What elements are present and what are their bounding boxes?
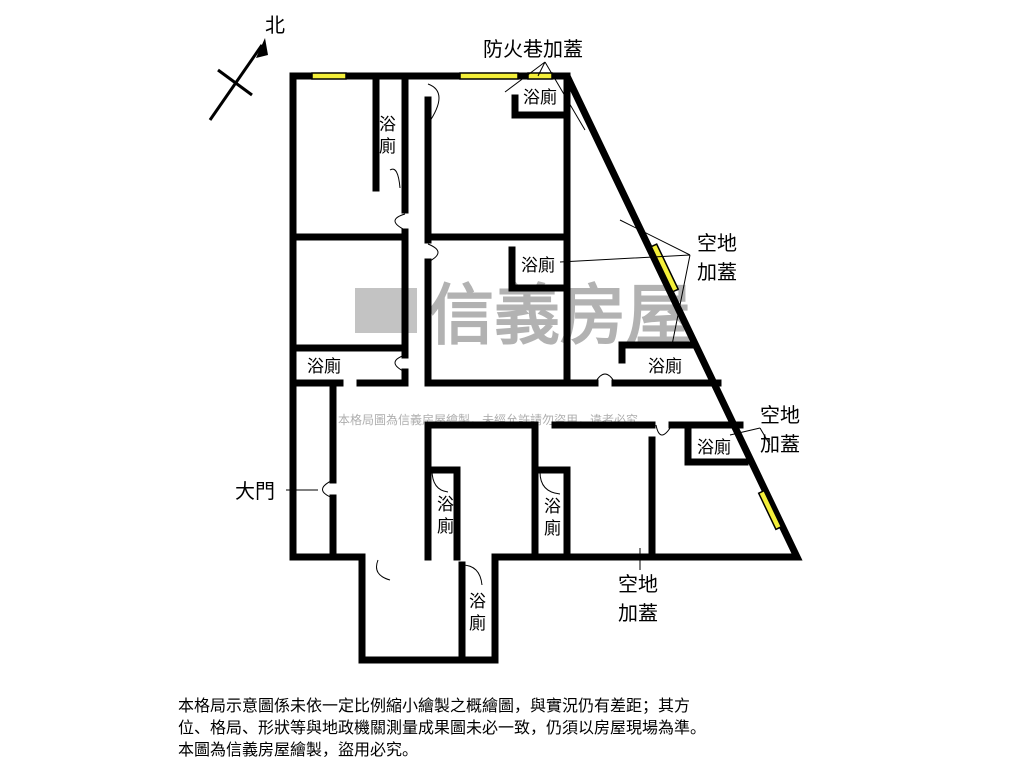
window: [650, 243, 680, 293]
bath-label-v2: 廁: [469, 613, 486, 634]
open-space-label: 空地: [760, 403, 800, 427]
window: [311, 72, 347, 80]
disclaimer: 本格局示意圖係未依一定比例縮小繪製之概繪圖，與實況仍有差距；其方 位、格局、形狀…: [178, 695, 858, 761]
bath-label: 浴廁: [521, 255, 555, 276]
open-space-label: 空地: [697, 231, 737, 255]
bath-label-v1: 浴: [379, 115, 396, 135]
bath-label-v1: 浴: [469, 592, 486, 612]
window: [459, 72, 519, 80]
open-space-label: 加蓋: [618, 601, 658, 625]
open-space-label: 空地: [618, 572, 658, 596]
window: [757, 489, 783, 531]
bath-label-v2: 廁: [437, 516, 454, 537]
arrow-icon: [256, 38, 268, 58]
north-compass: 北: [208, 13, 285, 121]
main-door-label: 大門: [235, 479, 275, 503]
bath-label-v2: 廁: [544, 518, 561, 539]
bath-label: 浴廁: [648, 356, 682, 377]
doors: [322, 83, 691, 586]
disclaimer-line: 本格局示意圖係未依一定比例縮小繪製之概繪圖，與實況仍有差距；其方: [178, 696, 691, 715]
fire-lane-label: 防火巷加蓋: [483, 37, 583, 61]
bath-label: 浴廁: [697, 437, 731, 458]
bath-label-v1: 浴: [437, 495, 454, 515]
watermark: 信義房屋 本格局圖為信義房屋繪製，未經允許請勿盜用，違者必究: [338, 277, 692, 427]
bath-label: 浴廁: [523, 87, 557, 108]
north-label: 北: [265, 13, 285, 37]
windows: [311, 72, 783, 531]
disclaimer-line: 位、格局、形狀等與地政機關測量成果圖未必一致，仍須以房屋現場為準。: [178, 718, 707, 737]
disclaimer-line: 本圖為信義房屋繪製，盜用必究。: [178, 740, 419, 759]
bath-label-v1: 浴: [544, 497, 561, 517]
bath-label-v2: 廁: [379, 136, 396, 157]
window: [527, 72, 553, 80]
room-labels: 防火巷加蓋 浴廁 浴 廁 浴廁 浴廁 浴廁 浴廁 浴 廁 浴 廁 浴 廁 空地 …: [235, 37, 800, 634]
bath-label: 浴廁: [307, 356, 341, 377]
leader-lines: [286, 61, 771, 570]
walls: [289, 72, 803, 664]
open-space-label: 加蓋: [697, 260, 737, 284]
open-space-label: 加蓋: [760, 432, 800, 456]
